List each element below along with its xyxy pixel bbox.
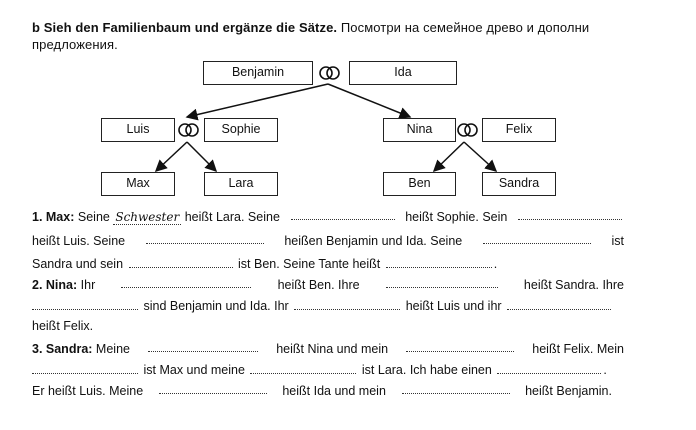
blank-field[interactable] [294,299,401,310]
blank-field[interactable] [507,299,612,310]
ex2-line1: 2. Nina: Ihr heißt Ben. Ihre heißt Sandr… [32,277,624,293]
instruction-german: Sieh den Familienbaum und ergänze die Sä… [43,20,338,35]
ex2-number: 2. Nina: [32,278,78,292]
ex1-text: heißen Benjamin und Ida. Seine [284,234,463,248]
blank-field[interactable] [290,209,395,220]
ex3-line1: 3. Sandra: Meine heißt Nina und mein hei… [32,341,624,357]
ex1-line1: 1. Max: Seine Schwester heißt Lara. Sein… [32,209,624,225]
ex3-text: ist Max und meine [143,363,245,377]
blank-field[interactable] [482,233,591,244]
blank-field[interactable] [401,383,510,394]
ex3-text: heißt Felix. Mein [532,342,624,356]
blank-field[interactable] [32,363,138,374]
ex3-line3: Er heißt Luis. Meine heißt Ida und mein … [32,383,612,399]
ex3-text: Meine [95,342,130,356]
ex2-text: heißt Luis und ihr [405,299,502,313]
ex1-number: 1. Max: [32,210,75,224]
ex3-line2: ist Max und meine ist Lara. Ich habe ein… [32,362,607,378]
wedding-rings-icon [178,123,199,137]
ex2-text: Ihr [80,278,96,292]
ex2-line3: heißt Felix. [32,318,93,334]
blank-field[interactable] [148,341,259,352]
blank-field[interactable] [497,363,602,374]
exercise-instruction: b Sieh den Familienbaum und ergänze die … [32,19,672,53]
instruction-russian: Посмотри на семейное древо и дополни пре… [32,20,590,52]
ex3-text: . [603,363,607,377]
ex3-text: ist Lara. Ich habe einen [361,363,492,377]
blank-field[interactable] [145,233,264,244]
ex2-text: heißt Felix. [32,319,94,333]
ex1-text: heißt Luis. Seine [32,234,126,248]
ex2-line2: sind Benjamin und Ida. Ihr heißt Luis un… [32,298,613,314]
tree-box-luis: Luis [101,118,175,142]
tree-box-benjamin: Benjamin [203,61,313,85]
ex1-text: ist Ben. Seine Tante heißt [238,257,381,271]
tree-box-ida: Ida [349,61,457,85]
blank-field[interactable] [385,257,492,268]
ex1-line2: heißt Luis. Seine heißen Benjamin und Id… [32,233,624,249]
wedding-rings-icon [457,123,478,137]
ex1-text: heißt Sophie. Sein [405,210,508,224]
blank-field[interactable] [121,277,252,288]
ex3-text: heißt Nina und mein [276,342,389,356]
blank-field[interactable] [406,341,515,352]
ex3-text: heißt Ida und mein [282,384,386,398]
ex3-text: heißt Benjamin. [525,384,612,398]
ex1-text: Sandra und sein [32,257,124,271]
tree-box-felix: Felix [482,118,556,142]
ex2-text: sind Benjamin und Ida. Ihr [143,299,289,313]
ex1-text: Seine [77,210,110,224]
wedding-rings-icon [319,66,340,80]
ex3-text: Er heißt Luis. Meine [32,384,144,398]
tree-box-max: Max [101,172,175,196]
blank-field[interactable] [32,299,138,310]
ex2-text: heißt Ben. Ihre [277,278,360,292]
tree-box-lara: Lara [204,172,278,196]
blank-field[interactable] [158,383,267,394]
blank-field[interactable] [385,277,498,288]
ex1-text: . [493,257,498,271]
blank-field[interactable] [250,363,357,374]
tree-box-sophie: Sophie [204,118,278,142]
ex3-number: 3. Sandra: [32,342,93,356]
exercise-label: b [32,20,41,35]
ex1-line3: Sandra und sein ist Ben. Seine Tante hei… [32,256,497,272]
tree-box-sandra: Sandra [482,172,556,196]
ex2-text: heißt Sandra. Ihre [523,278,624,292]
ex1-text: ist [611,234,624,248]
tree-box-nina: Nina [383,118,456,142]
blank-field[interactable] [517,209,622,220]
tree-box-ben: Ben [383,172,456,196]
ex1-text: heißt Lara. Seine [184,210,280,224]
ex1-filled-answer: Schwester [113,210,182,225]
blank-field[interactable] [128,257,233,268]
